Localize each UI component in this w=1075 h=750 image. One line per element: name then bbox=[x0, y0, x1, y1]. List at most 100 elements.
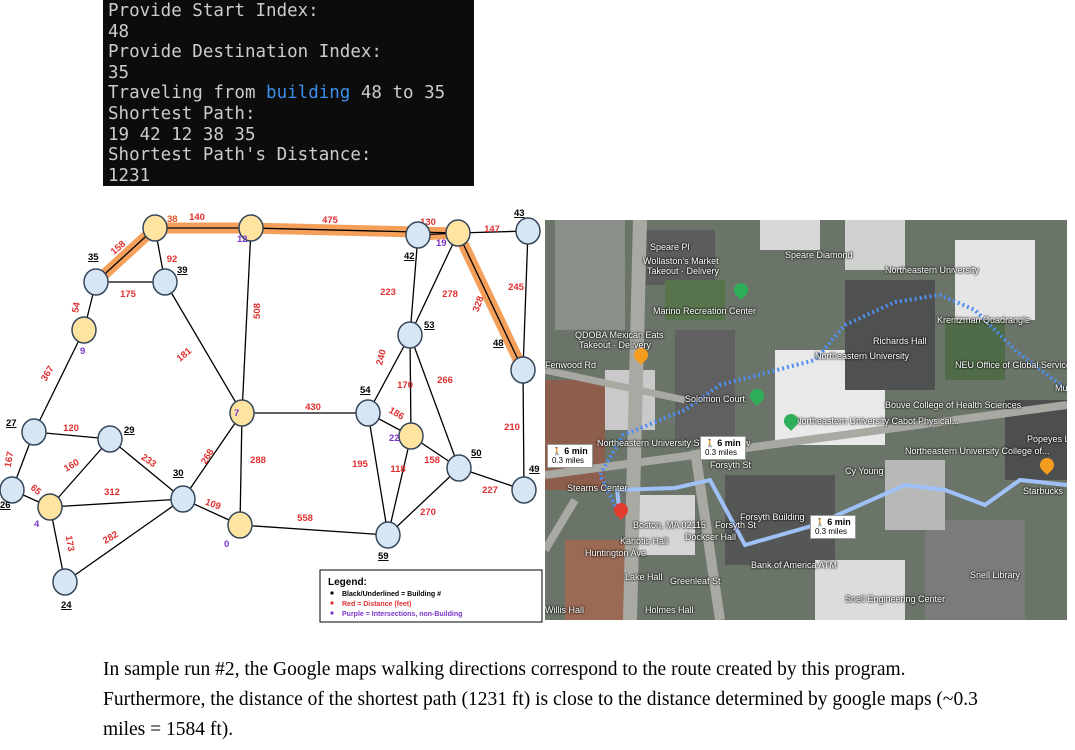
node-label: 54 bbox=[360, 385, 371, 396]
edge-distance-label: 288 bbox=[250, 455, 266, 466]
building-node bbox=[170, 485, 196, 513]
map-place-label: Forsyth Building bbox=[740, 512, 805, 522]
edge-distance-label: 130 bbox=[420, 217, 436, 228]
map-place-label: Marino Recreation Center bbox=[653, 306, 757, 316]
map-place-label: Northeastern University bbox=[885, 265, 980, 275]
node-label: 0 bbox=[224, 539, 229, 550]
node-label: 59 bbox=[378, 551, 389, 562]
edge-distance-label: 282 bbox=[101, 529, 120, 546]
terminal-keyword: building bbox=[266, 83, 351, 104]
terminal-traveling-post: 48 to 35 bbox=[350, 83, 446, 104]
map-place-label: QDOBA Mexican Eats bbox=[575, 330, 664, 340]
map-place-label: Bank of America ATM bbox=[751, 560, 837, 570]
legend-item-distance: Red = Distance (feet) bbox=[342, 601, 411, 608]
graph-edge bbox=[182, 412, 243, 500]
node-label: 43 bbox=[514, 208, 525, 219]
intersection-node bbox=[142, 214, 168, 242]
edge-distance-label: 109 bbox=[204, 497, 223, 513]
graph-edge bbox=[239, 524, 389, 536]
building-node bbox=[52, 568, 78, 596]
map-place-label: Northeastern University School of Law bbox=[597, 438, 751, 448]
intersection-node bbox=[227, 511, 253, 539]
map-place-label: Starbucks bbox=[1023, 486, 1064, 496]
intersection-node bbox=[71, 316, 97, 344]
intersection-node bbox=[229, 399, 255, 427]
edge-distance-label: 367 bbox=[39, 364, 56, 383]
terminal-line: 19 42 12 38 35 bbox=[108, 124, 256, 145]
map-place-label: Willis Hall bbox=[545, 605, 584, 615]
edge-distance-label: 120 bbox=[63, 423, 79, 434]
map-place-label: Lake Hall bbox=[625, 572, 663, 582]
walk-time: 6 min bbox=[827, 517, 851, 527]
edge-distance-label: 328 bbox=[471, 295, 487, 314]
node-label: 50 bbox=[471, 448, 482, 459]
map-place-label: Takeout · Delivery bbox=[579, 340, 652, 350]
map-place-label: Speare Pl bbox=[650, 242, 690, 252]
node-label: 29 bbox=[124, 425, 135, 436]
graph-edge bbox=[522, 230, 529, 371]
map-background bbox=[545, 220, 1067, 620]
node-label: 53 bbox=[424, 320, 435, 331]
graph-edge bbox=[95, 227, 156, 283]
map-place-label: Boston, MA 02115 bbox=[633, 520, 706, 530]
edge-distance-label: 181 bbox=[175, 345, 195, 364]
edge-distance-label: 266 bbox=[437, 375, 453, 386]
edge-distance-label: 170 bbox=[397, 380, 413, 391]
map-place-label: Snell Engineering Center bbox=[845, 594, 946, 604]
map-place-label: Speare Diamond bbox=[785, 250, 853, 260]
map-place-label: Stearns Center bbox=[567, 483, 628, 493]
terminal-output: Provide Start Index: 48 Provide Destinat… bbox=[103, 0, 474, 186]
map-place-label: Kariotis Hall bbox=[620, 536, 669, 546]
node-label: 7 bbox=[234, 408, 239, 419]
building-node bbox=[397, 321, 423, 349]
building-node bbox=[152, 268, 178, 296]
edge-distance-label: 92 bbox=[167, 254, 178, 265]
node-label: 12 bbox=[237, 234, 248, 245]
node-label: 24 bbox=[61, 600, 72, 611]
edge-distance-label: 278 bbox=[442, 289, 458, 300]
map-place-label: Takeout · Delivery bbox=[647, 266, 720, 276]
edge-distance-label: 240 bbox=[374, 348, 389, 366]
node-label: 27 bbox=[6, 418, 17, 429]
map-place-label: Mugar Life Sciences bbox=[1055, 383, 1067, 393]
edge-distance-label: 270 bbox=[420, 507, 436, 518]
map-place-label: Krentzman Quadrangle bbox=[937, 315, 1031, 325]
edge-distance-label: 195 bbox=[352, 459, 369, 470]
edge-distance-label: 167 bbox=[3, 451, 17, 469]
edge-distance-label: 175 bbox=[120, 289, 137, 300]
map-place-label: Wollaston's Market bbox=[643, 256, 719, 266]
terminal-line: 35 bbox=[108, 62, 130, 83]
graph-edge bbox=[409, 232, 459, 336]
building-node bbox=[355, 399, 381, 427]
edge-distance-label: 558 bbox=[297, 513, 313, 524]
node-label: 49 bbox=[529, 464, 540, 475]
map-place-label: Snell Library bbox=[970, 570, 1021, 580]
terminal-traveling-pre: Traveling from bbox=[108, 83, 267, 104]
edge-distance-label: 245 bbox=[508, 282, 525, 293]
graph-edge bbox=[457, 232, 524, 371]
walk-distance: 0.3 miles bbox=[815, 527, 848, 536]
caption-paragraph: In sample run #2, the Google maps walkin… bbox=[103, 659, 978, 740]
graph-edge bbox=[49, 498, 184, 508]
edge-distance-label: 186 bbox=[387, 405, 406, 422]
map-place-label: Greenleaf St bbox=[670, 576, 721, 586]
walk-distance: 0.3 miles bbox=[552, 456, 585, 465]
map-place-label: NEU Office of Global Services bbox=[955, 360, 1067, 370]
graph-edge bbox=[367, 412, 389, 536]
graph-edge bbox=[522, 369, 525, 491]
walk-time: 6 min bbox=[717, 438, 741, 448]
edge-distance-label: 65 bbox=[28, 482, 44, 498]
graph-edge bbox=[241, 227, 252, 414]
map-place-label: Huntington Ave bbox=[585, 548, 646, 558]
terminal-traveling-line: Traveling from building 48 to 35 bbox=[108, 83, 469, 104]
node-label: 38 bbox=[167, 214, 178, 225]
edge-distance-label: 160 bbox=[62, 457, 81, 474]
map-place-label: Popeyes Louisiana Takeout bbox=[1027, 434, 1067, 444]
node-label: 48 bbox=[493, 338, 504, 349]
graph-edge bbox=[409, 334, 412, 437]
walk-time: 6 min bbox=[564, 446, 588, 456]
building-node bbox=[21, 418, 47, 446]
